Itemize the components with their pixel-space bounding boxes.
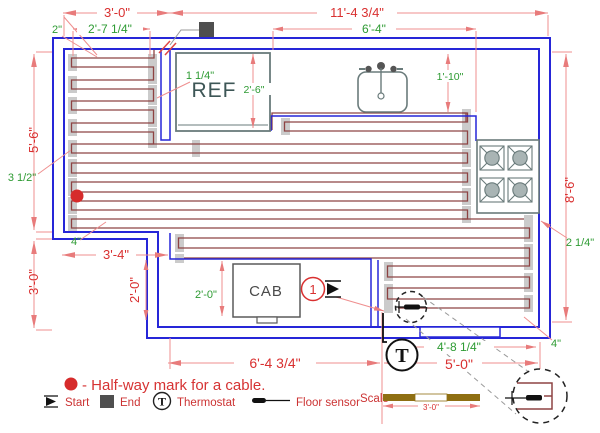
faucet-base — [377, 62, 385, 70]
legend-floor-sensor-label: Floor sensor — [296, 397, 360, 409]
dim-notch-width: 3'-4" — [103, 247, 129, 262]
dim-top-right-width: 11'-4 3/4" — [330, 5, 384, 20]
faucet-handle-left — [365, 65, 372, 73]
wall-inner — [63, 48, 540, 328]
stove — [476, 139, 540, 214]
floor-sensor-symbol — [396, 301, 426, 313]
sink — [357, 62, 408, 113]
dim-ref-depth: 2'-6" — [244, 84, 265, 96]
room-walls — [52, 37, 551, 339]
legend-end-icon — [100, 395, 114, 408]
legend-thermostat-label: Thermostat — [177, 397, 236, 409]
scale-bar — [383, 393, 480, 402]
offset-wall-right: 4" — [551, 338, 561, 350]
dim-sink-counter-depth: 1'-10" — [437, 71, 464, 83]
offset-cable-left: 3 1/2" — [8, 172, 36, 184]
cabinet-label: CAB — [249, 283, 283, 300]
hatch-ticks — [158, 40, 177, 56]
end-marker — [169, 22, 214, 46]
wall-outer — [52, 37, 551, 339]
thermostat-letter: T — [395, 345, 409, 367]
offset-stove-gap: 2 1/4" — [566, 237, 594, 249]
partition-wall — [160, 48, 171, 141]
legend-labels: Start End Thermostat Floor sensor Scale — [65, 393, 389, 409]
halfway-mark-dot — [70, 189, 84, 203]
sensor-detail-circle — [394, 290, 428, 324]
offset-wall-top: 2" — [52, 24, 62, 36]
offset-cable-right: 1 1/4" — [186, 70, 214, 82]
detail-bubble — [405, 296, 568, 424]
dim-cab-depth: 2'-0" — [195, 289, 217, 301]
dim-bottom-left-width: 6'-4 3/4" — [249, 355, 300, 371]
dim-notch-depth: 2'-0" — [127, 277, 142, 303]
dim-right-height: 8'-6" — [562, 177, 577, 203]
door-threshold — [419, 326, 501, 338]
start-flag — [325, 280, 341, 298]
legend-start-label: Start — [65, 397, 90, 409]
annotation-text: 2'-7 1/4" 6'-4" 2" 1 1/4" 2'-6" 1'-10" 3… — [8, 22, 594, 354]
heating-cable — [70, 49, 531, 309]
legend-halfway-dot — [64, 377, 78, 391]
dim-sensor-run-width: 4'-8 1/4" — [437, 340, 481, 354]
legend-thermostat-letter: T — [158, 395, 166, 409]
counter-edge — [270, 115, 477, 141]
faucet-handle-right — [390, 65, 397, 73]
dim-cable-area-width: 2'-7 1/4" — [88, 22, 132, 36]
text-backplates — [77, 5, 494, 411]
circuit-number-circle — [300, 276, 326, 302]
scale-dim: 3'-0" — [423, 403, 439, 412]
dimension-text: 3'-0" 11'-4 3/4" 5'-6" 3'-0" 3'-4" 2'-0"… — [26, 5, 577, 412]
thermostat-symbol — [382, 313, 419, 372]
dim-bottom-right-width: 5'-0" — [445, 356, 473, 372]
scale-label: Scale — [360, 393, 389, 405]
dimension-lines — [31, 10, 572, 424]
dim-left-upper-height: 5'-6" — [26, 127, 41, 153]
cabinet-box — [232, 263, 301, 324]
dim-left-lower-height: 3'-0" — [26, 269, 41, 295]
legend-start-icon — [44, 395, 58, 408]
cabinet-nook-edge — [169, 233, 379, 327]
legend-end-label: End — [120, 397, 140, 409]
circuit-number: 1 — [309, 282, 316, 297]
legend-thermostat-icon — [152, 391, 172, 411]
refrigerator-label: REF — [192, 79, 237, 102]
dim-counter-run: 6'-4" — [362, 22, 386, 36]
legend-halfway-note: - Half-way mark for a cable. — [82, 377, 265, 394]
offset-cable-bottom: 4" — [71, 236, 81, 248]
dim-top-left-width: 3'-0" — [104, 5, 130, 20]
legend-floor-sensor-icon — [252, 398, 290, 403]
legend: - Half-way mark for a cable. T Start End… — [44, 377, 480, 411]
